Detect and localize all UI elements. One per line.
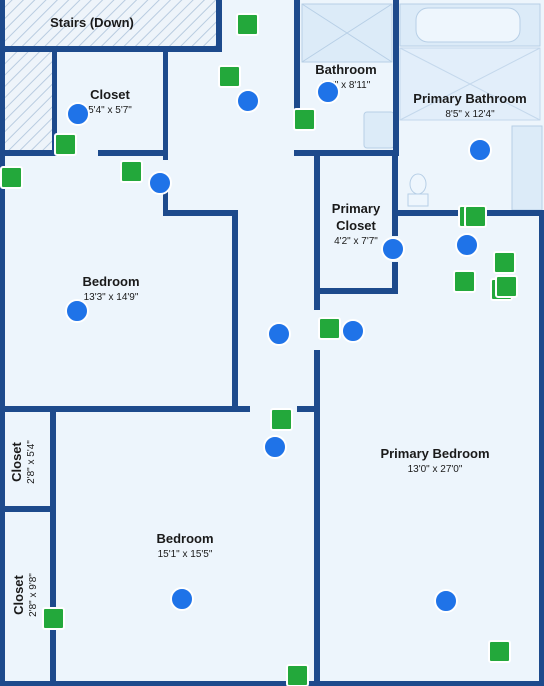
room-closet-top-label: Closet: [90, 87, 130, 102]
room-closet-left-lower-dims: 2'8" x 9'8": [28, 573, 39, 617]
stairs-hatch: [4, 0, 218, 48]
room-closet-top-dims: 5'4" x 5'7": [88, 105, 132, 116]
green-marker[interactable]: [54, 133, 77, 156]
room-bathroom-label: Bathroom: [315, 62, 376, 77]
room-primary-closet-dims: 4'2" x 7'7": [334, 236, 378, 247]
green-marker[interactable]: [0, 166, 23, 189]
blue-marker[interactable]: [316, 80, 340, 104]
room-labels: Stairs (Down) Closet 5'4" x 5'7" Bathroo…: [9, 15, 527, 617]
room-bedroom-bottom-label: Bedroom: [156, 531, 213, 546]
blue-marker[interactable]: [148, 171, 172, 195]
green-marker[interactable]: [488, 640, 511, 663]
blue-marker[interactable]: [434, 589, 458, 613]
room-bedroom-top-dims: 13'3" x 14'9": [84, 292, 139, 303]
blue-marker[interactable]: [65, 299, 89, 323]
blue-marker[interactable]: [170, 587, 194, 611]
room-bedroom-top-label: Bedroom: [82, 274, 139, 289]
room-bedroom-bottom-dims: 15'1" x 15'5": [158, 549, 213, 560]
green-marker[interactable]: [464, 205, 487, 228]
green-marker[interactable]: [120, 160, 143, 183]
green-marker[interactable]: [318, 317, 341, 340]
bathroom-fixtures: [301, 3, 543, 211]
room-closet-left-upper-label: Closet: [9, 441, 24, 481]
blue-marker[interactable]: [468, 138, 492, 162]
green-marker[interactable]: [493, 251, 516, 274]
blue-marker[interactable]: [66, 102, 90, 126]
blue-marker[interactable]: [267, 322, 291, 346]
green-markers: [0, 13, 518, 686]
room-primary-bathroom-label: Primary Bathroom: [413, 91, 526, 106]
green-marker[interactable]: [293, 108, 316, 131]
blue-marker[interactable]: [236, 89, 260, 113]
room-closet-left-upper-dims: 2'8" x 5'4": [26, 440, 37, 484]
blue-marker[interactable]: [381, 237, 405, 261]
green-marker[interactable]: [42, 607, 65, 630]
room-stairs-label: Stairs (Down): [50, 15, 134, 30]
blue-marker[interactable]: [263, 435, 287, 459]
room-closet-left-lower-label: Closet: [11, 574, 26, 614]
green-marker[interactable]: [453, 270, 476, 293]
room-primary-bathroom-dims: 8'5" x 12'4": [445, 109, 495, 120]
green-marker[interactable]: [286, 664, 309, 686]
green-marker[interactable]: [270, 408, 293, 431]
green-marker[interactable]: [218, 65, 241, 88]
room-primary-closet-label-2: Closet: [336, 218, 376, 233]
room-primary-bedroom-dims: 13'0" x 27'0": [408, 464, 463, 475]
room-bathroom-dims: 5'4" x 8'11": [322, 80, 371, 91]
blue-markers: [65, 80, 492, 613]
room-primary-closet-label-1: Primary: [332, 201, 381, 216]
blue-marker[interactable]: [341, 319, 365, 343]
room-primary-bedroom-label: Primary Bedroom: [380, 446, 489, 461]
green-marker[interactable]: [236, 13, 259, 36]
stairs-hatch-lower: [4, 48, 52, 152]
green-marker[interactable]: [495, 275, 518, 298]
blue-marker[interactable]: [455, 233, 479, 257]
